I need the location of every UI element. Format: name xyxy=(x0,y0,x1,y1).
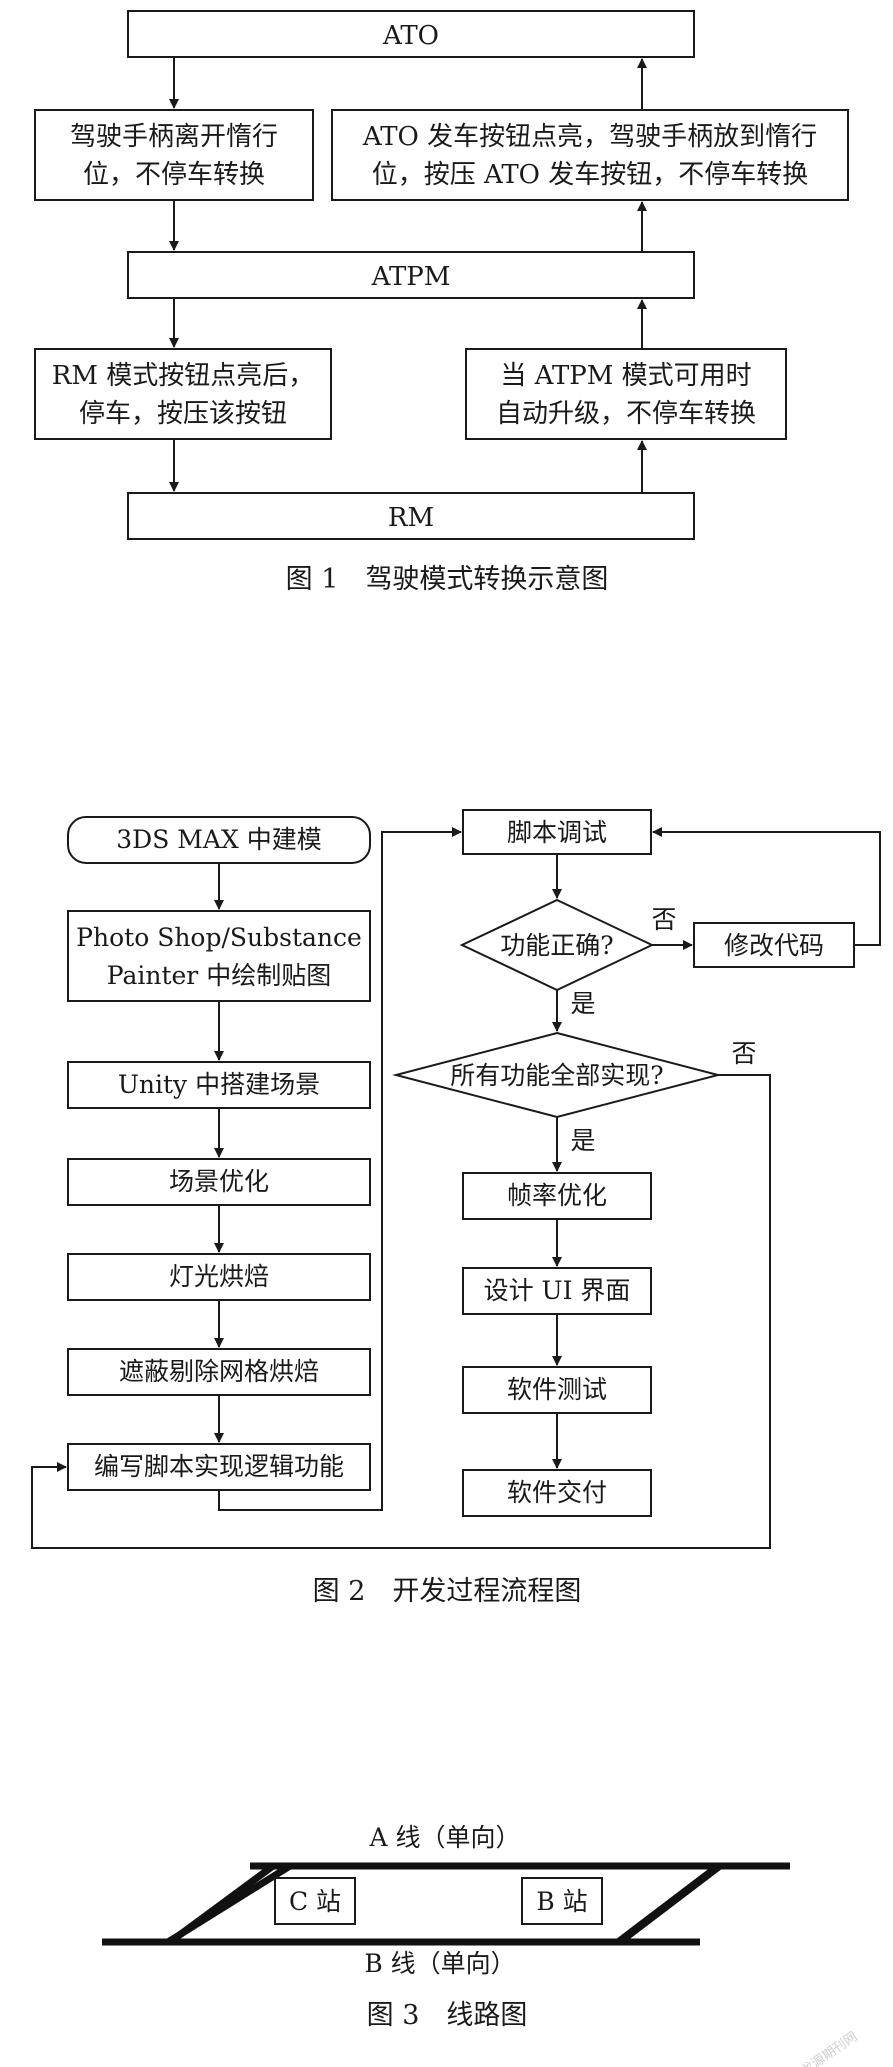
right-upper-line-1: ATO 发车按钮点亮，驾驶手柄放到惰行 xyxy=(362,122,817,152)
step-write-scripts: 编写脚本实现逻辑功能 xyxy=(94,1452,344,1481)
step-texture-line-2: Painter 中绘制贴图 xyxy=(107,961,331,990)
rm-mode-label: RM xyxy=(388,503,434,533)
figure-2-development-flowchart: 3DS MAX 中建模 Photo Shop/Substance Painter… xyxy=(31,809,881,1607)
figure-1-caption: 图 1 驾驶模式转换示意图 xyxy=(286,564,609,595)
right-lower-line-1: 当 ATPM 模式可用时 xyxy=(500,361,751,391)
left-upper-line-2: 位，不停车转换 xyxy=(83,160,265,190)
step-script-debug: 脚本调试 xyxy=(507,818,607,847)
line-b-label: B 线（单向） xyxy=(364,1949,515,1978)
line-a-label: A 线（单向） xyxy=(368,1823,520,1852)
line-b-track xyxy=(102,1863,723,1946)
step-design-ui: 设计 UI 界面 xyxy=(484,1276,631,1305)
ato-mode-label: ATO xyxy=(382,21,439,51)
step-fix-code: 修改代码 xyxy=(724,931,824,960)
step-texture-line-1: Photo Shop/Substance xyxy=(76,923,362,952)
step-light-bake: 灯光烘焙 xyxy=(169,1262,269,1291)
right-lower-line-2: 自动升级，不停车转换 xyxy=(496,399,756,429)
decision1-yes-label: 是 xyxy=(570,989,595,1018)
step-software-delivery: 软件交付 xyxy=(507,1478,607,1507)
step-software-test: 软件测试 xyxy=(507,1375,607,1404)
decision2-yes-label: 是 xyxy=(570,1126,595,1155)
right-upper-line-2: 位，按压 ATO 发车按钮，不停车转换 xyxy=(372,160,809,190)
decision1-no-label: 否 xyxy=(651,905,676,934)
step-scene-build: Unity 中搭建场景 xyxy=(118,1070,320,1099)
step-modeling: 3DS MAX 中建模 xyxy=(116,825,321,854)
decision-function-correct: 功能正确? xyxy=(500,931,613,960)
station-c-label: C 站 xyxy=(289,1887,341,1916)
step-scene-optimize: 场景优化 xyxy=(169,1167,269,1196)
station-b-box xyxy=(521,1877,603,1925)
step-framerate-optimize: 帧率优化 xyxy=(507,1181,607,1210)
figure-3-line-map: A 线（单向） C 站 B 站 B 线（单向） 图 3 线路图 xyxy=(102,1823,790,2031)
station-c-box xyxy=(274,1877,356,1925)
figure-2-caption: 图 2 开发过程流程图 xyxy=(313,1576,582,1607)
left-lower-line-1: RM 模式按钮点亮后， xyxy=(52,361,314,391)
left-lower-line-2: 停车，按压该按钮 xyxy=(79,399,287,429)
decision2-no-label: 否 xyxy=(731,1039,756,1068)
atpm-mode-label: ATPM xyxy=(371,262,451,292)
figure-3-caption: 图 3 线路图 xyxy=(367,2000,528,2031)
watermark-text: 龙源期刊网 xyxy=(799,2029,861,2067)
step-occlusion-bake: 遮蔽剔除网格烘焙 xyxy=(119,1357,319,1386)
figure-1-mode-transition: ATO 驾驶手柄离开惰行 位，不停车转换 ATO 发车按钮点亮，驾驶手柄放到惰行… xyxy=(34,10,849,595)
left-upper-line-1: 驾驶手柄离开惰行 xyxy=(70,122,278,152)
station-b-label: B 站 xyxy=(536,1887,587,1916)
decision-all-functions-done: 所有功能全部实现? xyxy=(450,1061,663,1090)
